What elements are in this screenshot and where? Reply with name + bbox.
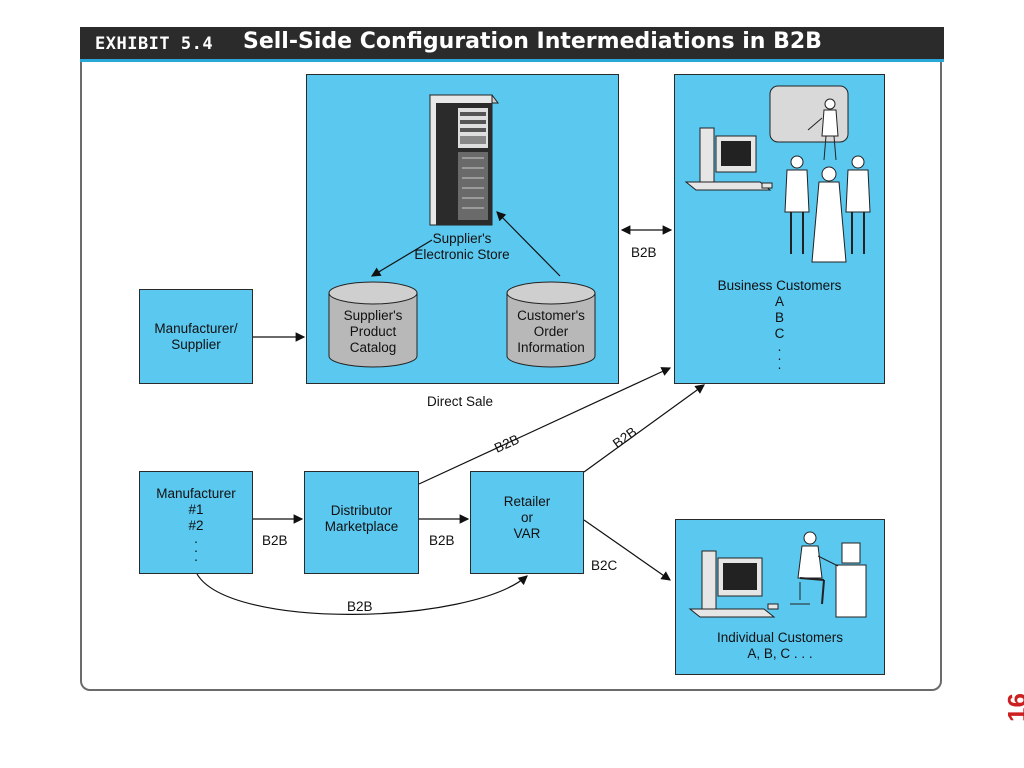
- presentation-icon: [769, 85, 849, 161]
- people-icon: [784, 155, 871, 263]
- text-line: .: [777, 357, 782, 372]
- text-line: Supplier's: [343, 308, 403, 323]
- text-line: Catalog: [349, 340, 397, 355]
- exhibit-number: EXHIBIT 5.4: [95, 34, 214, 54]
- order-information-cylinder-icon: [506, 281, 596, 368]
- text-line: B: [774, 310, 784, 325]
- product-catalog-label: Supplier's Product Catalog: [329, 308, 417, 356]
- manufacturer-list-box: [139, 471, 253, 574]
- text-line: Business Customers: [717, 278, 842, 293]
- text-line: .: [777, 339, 782, 354]
- server-icon: [429, 94, 499, 226]
- text-line: Customer's: [517, 308, 585, 323]
- text-line: Retailer: [503, 494, 551, 509]
- text-line: Individual Customers: [716, 630, 844, 645]
- b2c-retailer-individual-label: B2C: [591, 558, 618, 573]
- computer-icon-individual: [688, 550, 779, 618]
- individual-customers-label: Individual Customers A, B, C . . .: [675, 630, 885, 662]
- page-number: 16: [1002, 693, 1024, 722]
- text-line: Product: [349, 324, 397, 339]
- manufacturer-supplier-box: [139, 289, 253, 384]
- text-line: .: [194, 531, 198, 546]
- text-line: Order: [533, 324, 569, 339]
- header-rule: [80, 59, 944, 62]
- exhibit-header: [80, 27, 944, 59]
- manufacturer-supplier-label: Manufacturer/ Supplier: [139, 321, 253, 353]
- text-line: #2: [188, 518, 204, 533]
- text-line: Supplier: [171, 337, 221, 352]
- text-line: Information: [517, 340, 585, 355]
- text-line: Distributor: [330, 503, 393, 518]
- text-line: Marketplace: [324, 519, 399, 534]
- text-line: A: [774, 294, 784, 309]
- text-line: Supplier's: [432, 231, 492, 246]
- manufacturer-list-label: Manufacturer #1 #2 . . .: [139, 486, 253, 564]
- computer-icon-business: [684, 127, 773, 191]
- exhibit-title: Sell-Side Configuration Intermediations …: [243, 29, 822, 54]
- exhibit-frame: [80, 27, 942, 691]
- text-line: Manufacturer/: [154, 321, 238, 336]
- text-line: Manufacturer: [156, 486, 236, 501]
- b2b-store-business-label: B2B: [631, 245, 657, 260]
- product-catalog-cylinder-icon: [328, 281, 418, 368]
- text-line: #1: [188, 502, 204, 517]
- text-line: A, B, C . . .: [747, 646, 813, 661]
- text-line: C: [774, 326, 785, 341]
- text-line: VAR: [513, 526, 541, 541]
- b2b-distributor-retailer-label: B2B: [429, 533, 455, 548]
- text-line: or: [520, 510, 533, 525]
- text-line: .: [194, 540, 198, 555]
- business-customers-label: Business Customers A B C . . .: [674, 278, 885, 372]
- retailer-var-label: Retailer or VAR: [470, 494, 584, 542]
- b2b-mfr-distributor-label: B2B: [262, 533, 288, 548]
- distributor-marketplace-box: [304, 471, 419, 574]
- retailer-var-box: [470, 471, 584, 574]
- text-line: .: [777, 348, 782, 363]
- electronic-store-label: Supplier's Electronic Store: [398, 231, 526, 263]
- person-at-desk-icon: [790, 531, 867, 618]
- text-line: Electronic Store: [414, 247, 510, 262]
- direct-sale-label: Direct Sale: [427, 394, 494, 409]
- b2b-mfr-retailer-label: B2B: [347, 599, 373, 614]
- order-information-label: Customer's Order Information: [507, 308, 595, 356]
- text-line: .: [194, 549, 198, 564]
- distributor-marketplace-label: Distributor Marketplace: [304, 503, 419, 535]
